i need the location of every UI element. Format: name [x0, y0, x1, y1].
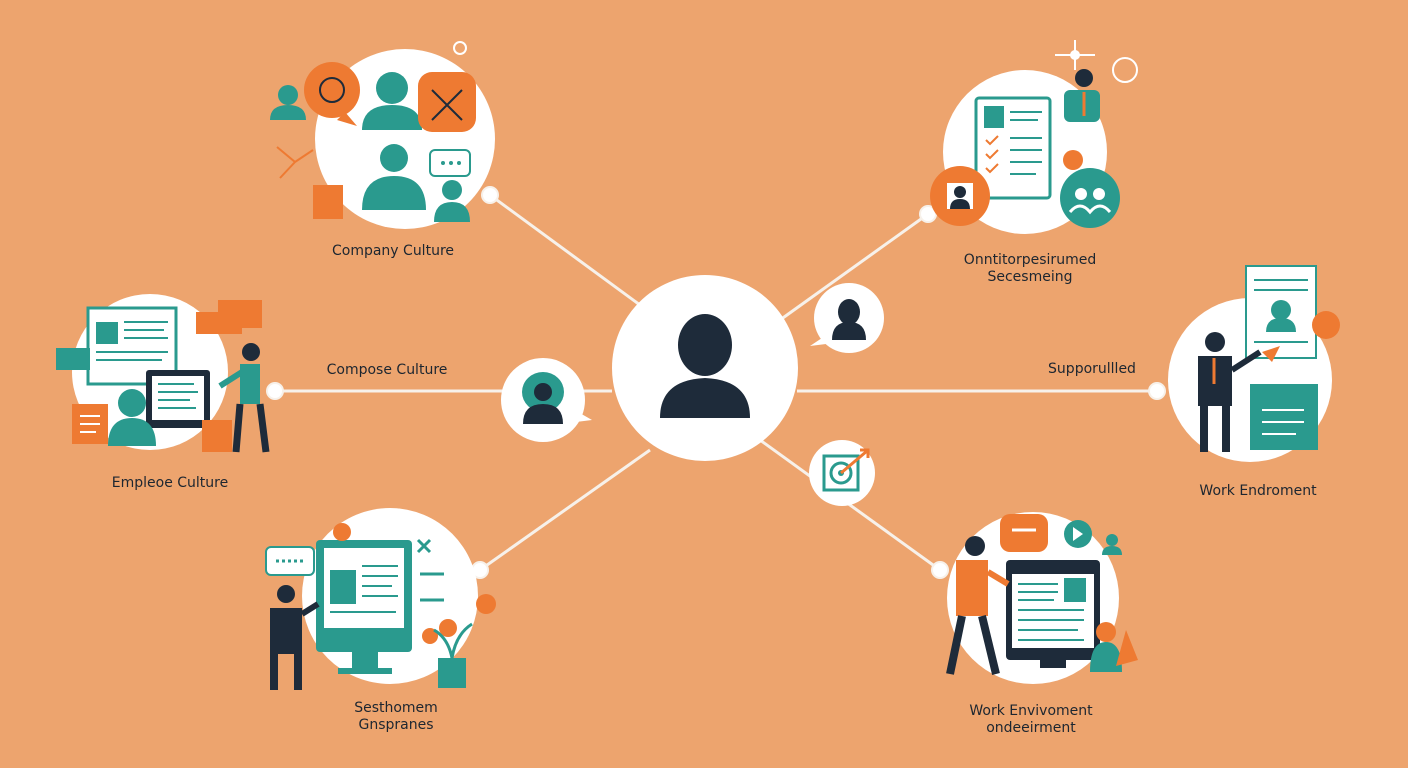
label-sesthomem-line2: Gnspranes	[358, 717, 434, 733]
node-employee-culture[interactable]	[56, 294, 270, 453]
node-target[interactable]	[809, 440, 875, 506]
label-work-environment-bottom: Work Envivoment ondeeirment	[951, 703, 1111, 737]
woman-avatar-icon	[522, 372, 564, 424]
monitor-profile-icon	[265, 523, 496, 690]
node-supported[interactable]	[1168, 265, 1340, 462]
label-work-environment-bottom-line2: ondeeirment	[986, 720, 1076, 736]
person-silhouette-icon	[660, 314, 750, 418]
label-employee-culture: Empleoe Culture	[111, 475, 229, 491]
node-compose-culture[interactable]	[501, 358, 592, 442]
label-onboarding-line1: Onntitorpesirumed	[963, 252, 1097, 268]
label-compose-culture: Compose Culture	[326, 362, 448, 378]
node-work-environment[interactable]	[946, 512, 1138, 684]
workstation-icon	[946, 514, 1138, 675]
presentation-board-icon	[56, 300, 270, 453]
label-supported: Supporullled	[1048, 361, 1136, 377]
target-icon	[822, 448, 870, 492]
node-sesthomem[interactable]	[265, 508, 496, 690]
label-work-environment-bottom-line1: Work Envivoment	[969, 703, 1093, 719]
line-company-culture	[489, 193, 641, 307]
center-node[interactable]	[612, 275, 798, 461]
avatar-icon	[832, 299, 866, 340]
checklist-document-icon	[930, 40, 1138, 228]
node-avatar-bubble[interactable]	[810, 283, 884, 353]
label-sesthomem-line1: Sesthomem	[354, 700, 438, 716]
label-work-environment-right: Work Endroment	[1199, 483, 1317, 499]
node-onboarding[interactable]	[930, 40, 1138, 234]
label-company-culture: Company Culture	[331, 243, 454, 259]
line-sesthomem	[479, 448, 651, 572]
label-onboarding: Onntitorpesirumed Secesmeing	[950, 252, 1110, 286]
line-onboarding	[779, 212, 929, 322]
businessman-report-icon	[1198, 265, 1340, 452]
label-sesthomem: Sesthomem Gnspranes	[316, 700, 476, 734]
team-chat-icon	[270, 41, 476, 222]
node-company-culture[interactable]	[270, 41, 495, 229]
label-onboarding-line2: Secesmeing	[987, 269, 1073, 285]
